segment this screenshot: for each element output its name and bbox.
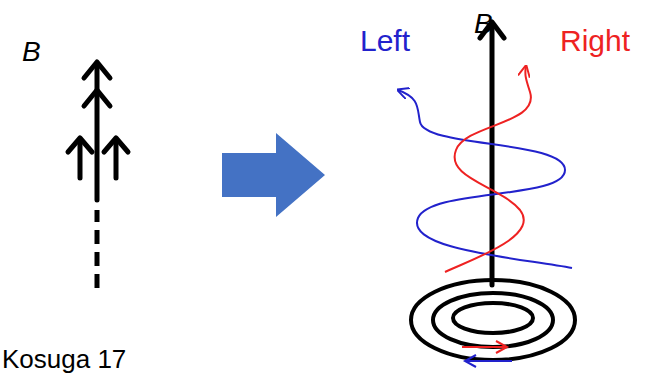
polarization-label: Right bbox=[560, 26, 630, 56]
right-helix bbox=[445, 66, 531, 272]
citation: Kosuga 17 bbox=[2, 346, 126, 372]
transition-arrow bbox=[222, 133, 325, 217]
current-loops bbox=[411, 280, 575, 360]
polarization-label: Left bbox=[360, 26, 410, 56]
left-helix bbox=[398, 90, 572, 268]
field-symbol: B bbox=[474, 10, 493, 38]
rotation-arrows bbox=[462, 341, 512, 367]
field-line bbox=[68, 62, 128, 288]
field-symbol: B bbox=[22, 38, 41, 66]
